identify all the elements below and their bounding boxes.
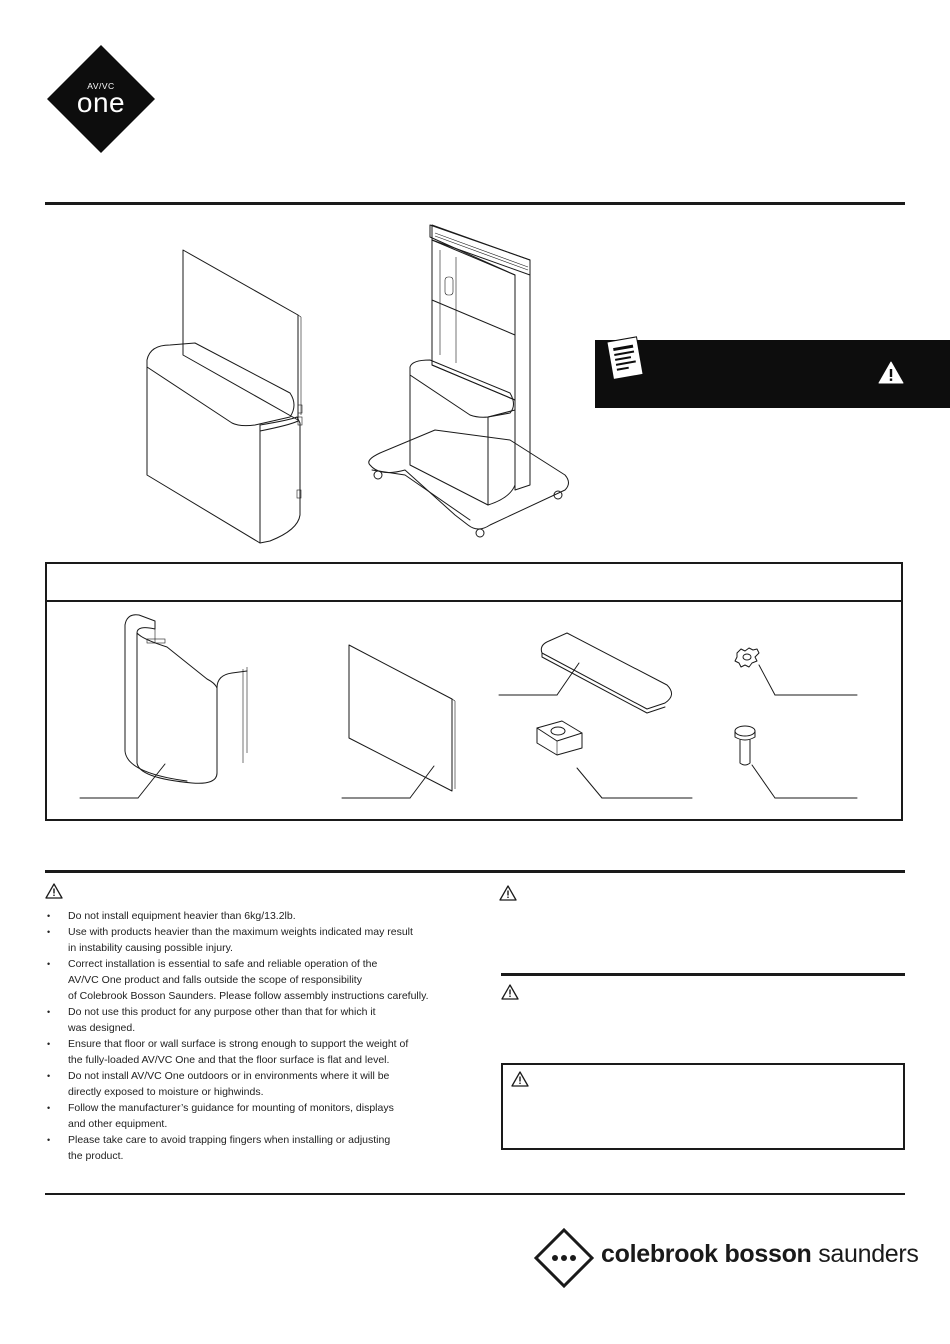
clip-part: [536, 720, 693, 799]
warning-item: Use with products heavier than the maxim…: [45, 924, 465, 956]
brand-word-saunders: saunders: [818, 1240, 919, 1268]
warning-item: Please take care to avoid trapping finge…: [45, 1132, 465, 1164]
document-icon: [606, 336, 644, 381]
safety-rule: [45, 870, 905, 873]
footer-rule: [45, 1193, 905, 1195]
warning-triangle-icon: [499, 885, 517, 901]
brand-word-bosson: bosson: [724, 1240, 812, 1268]
warning-triangle-icon: [45, 883, 63, 899]
logo-diamond: [47, 45, 155, 153]
warning-item: Do not install equipment heavier than 6k…: [45, 908, 465, 924]
parts-box: [45, 562, 903, 821]
brand-diamond-icon: [533, 1227, 595, 1289]
screw-part: [734, 725, 858, 799]
brand-word-colebrook: colebrook: [601, 1240, 718, 1268]
parts-illustrations: [79, 614, 858, 799]
parts-box-divider: [45, 600, 903, 602]
av-vc-one-logo: AV/VC one: [47, 45, 155, 153]
washer-part: [734, 647, 858, 696]
warning-item: Do not install AV/VC One outdoors or in …: [45, 1068, 465, 1100]
logo-small-text: AV/VC: [87, 81, 115, 91]
warning-item: Follow the manufacturer’s guidance for m…: [45, 1100, 465, 1132]
logo-large-text: one: [76, 87, 126, 118]
panel-part: [341, 644, 456, 799]
warning-triangle-icon: [878, 361, 904, 384]
header-rule: [45, 202, 905, 205]
warning-item: Correct installation is essential to saf…: [45, 956, 465, 1004]
alert-box: [501, 1063, 905, 1150]
mobile-stand-illustration: [368, 224, 569, 538]
shelf-part: [498, 632, 672, 714]
warning-triangle-icon: [511, 1071, 529, 1087]
cabinet-cover-part: [79, 614, 248, 799]
cabinet-illustration: [146, 249, 303, 544]
warning-item: Do not use this product for any purpose …: [45, 1004, 465, 1036]
safety-warnings-list: Do not install equipment heavier than 6k…: [45, 908, 465, 1164]
colebrook-bosson-saunders-logo: colebrook bosson saunders: [533, 1227, 919, 1289]
warning-item: Ensure that floor or wall surface is str…: [45, 1036, 465, 1068]
brand-wordmark: colebrook bosson saunders: [601, 1240, 919, 1269]
right-column-rule: [501, 973, 905, 976]
warning-triangle-icon: [501, 984, 519, 1000]
